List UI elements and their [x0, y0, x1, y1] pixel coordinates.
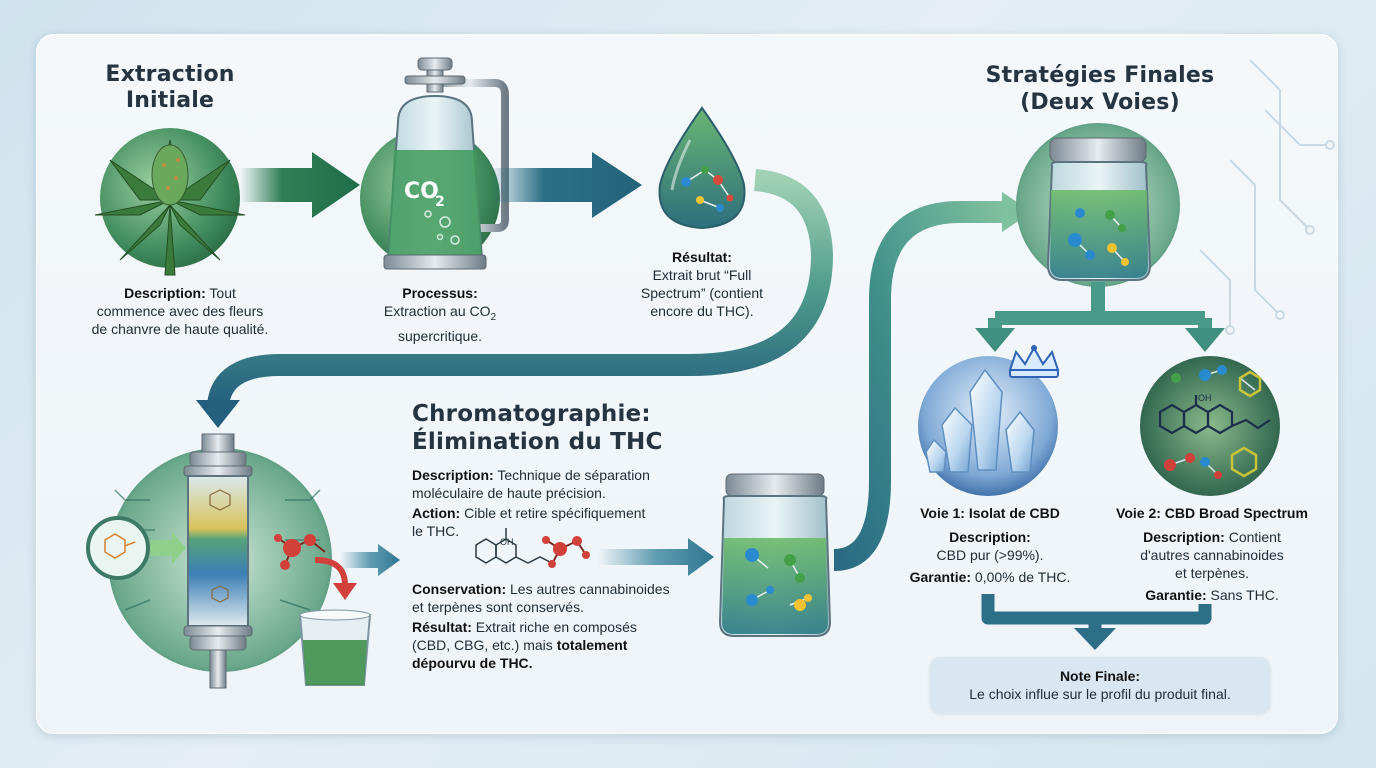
result-description: Résultat: Extrait brut “Full Spectrum” (…	[640, 249, 764, 319]
final-note-text: Le choix influe sur le profil du produit…	[969, 686, 1231, 702]
purified-extract-jar-icon	[718, 473, 832, 637]
final-note-title: Note Finale:	[1059, 668, 1141, 684]
curve-jar-to-final	[833, 201, 1005, 571]
final-strategies-title: Stratégies Finales (Deux Voies)	[985, 63, 1215, 115]
final-jar-icon	[1016, 123, 1180, 287]
hemp-flower-icon	[94, 128, 246, 276]
split-arrows	[988, 282, 1212, 330]
chromatography-result: Résultat: Extrait riche en composés (CBD…	[412, 619, 637, 671]
circuit-lines-decoration	[1199, 59, 1335, 335]
chromatography-column-icon	[86, 433, 372, 689]
thc-molecule-diagram	[475, 528, 553, 564]
process-description: Processus: Extraction au CO2 supercritiq…	[383, 285, 497, 344]
split-arrowhead-right	[1185, 328, 1225, 352]
co2-tank-label: CO	[404, 179, 439, 204]
curve-arrowhead	[196, 400, 240, 428]
extraction-title: Extraction Initiale	[105, 62, 235, 113]
chromatography-description: Description: Technique de séparation mol…	[412, 467, 650, 501]
arrow-chromatography-to-jar	[598, 538, 714, 576]
voie2-text: Voie 2: CBD Broad Spectrum Description: …	[1116, 505, 1308, 603]
arrow-process-to-result	[490, 152, 642, 218]
extract-drop-icon	[658, 106, 746, 230]
merge-arrowhead	[1074, 628, 1116, 650]
merge-arrows	[981, 594, 1212, 630]
voie1-text: Voie 1: Isolat de CBD Description: CBD p…	[909, 505, 1071, 585]
broad-spectrum-molecule-icon	[1140, 356, 1280, 496]
co2-tank-sub: 2	[435, 194, 445, 210]
chromatography-action: Action: Cible et retire spécifiquement l…	[412, 505, 646, 539]
split-arrowhead-left	[975, 328, 1015, 352]
curve-result-to-chromatography	[207, 169, 834, 407]
extraction-description: Description: Tout commence avec des fleu…	[91, 285, 269, 337]
arrow-column-to-text	[340, 544, 400, 576]
thc-molecule-oh: OH	[500, 537, 514, 547]
voie2-molecule-oh: OH	[1198, 393, 1212, 403]
chromatography-conservation: Conservation: Les autres cannabinoides e…	[412, 581, 670, 615]
arrow-extraction-to-process	[240, 152, 360, 218]
final-note-box: Note Finale: Le choix influe sur le prof…	[930, 657, 1270, 713]
co2-tank-icon	[360, 57, 509, 270]
chromatography-title: Chromatographie: Élimination du THC	[412, 401, 663, 455]
crystal-isolate-icon	[918, 345, 1060, 496]
